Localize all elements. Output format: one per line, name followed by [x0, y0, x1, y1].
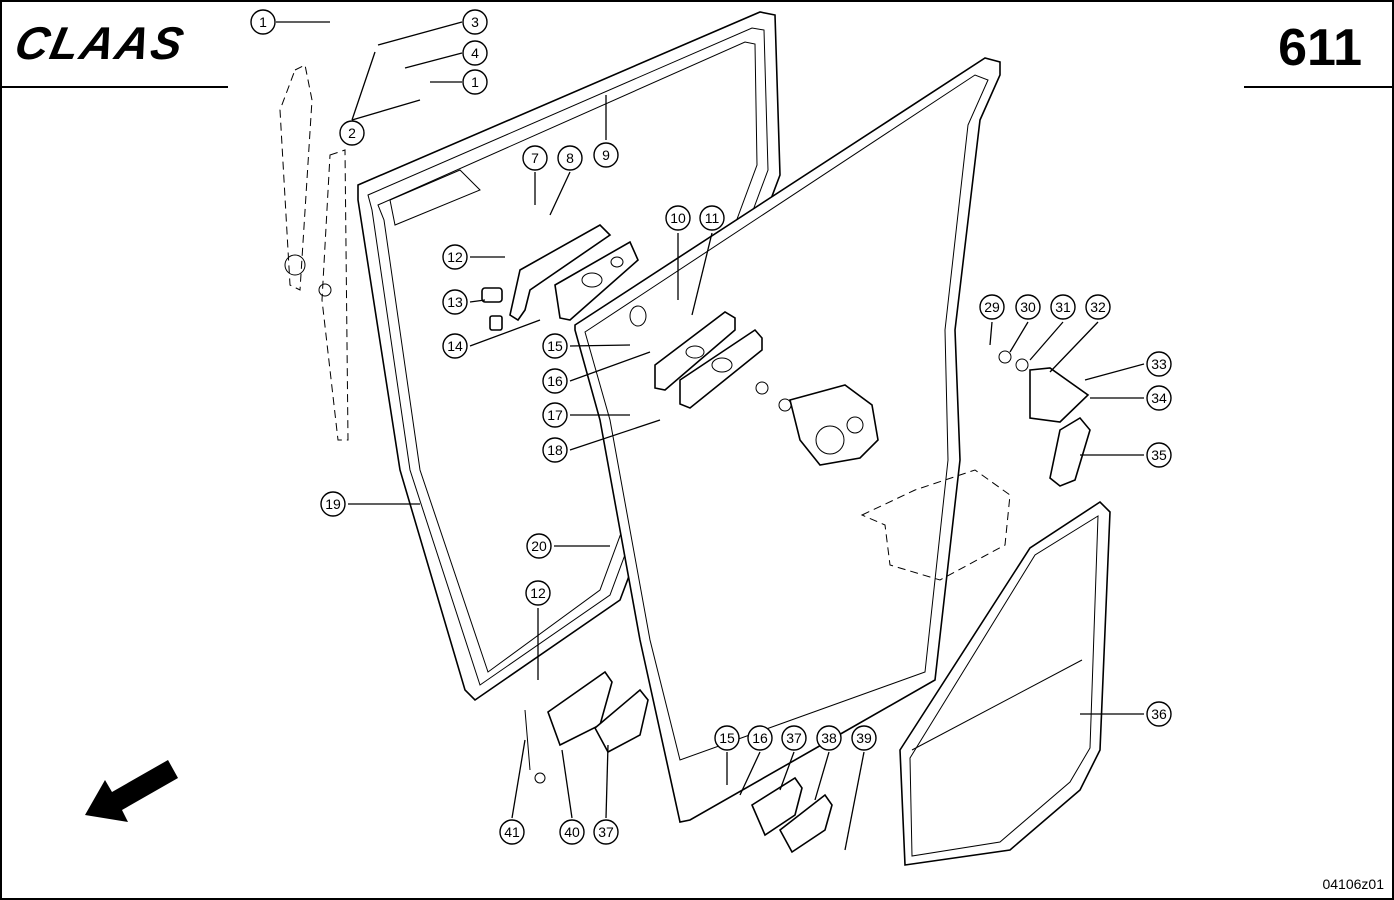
svg-text:1: 1 — [259, 14, 267, 30]
callout-17: 17 — [542, 402, 568, 428]
svg-text:14: 14 — [447, 338, 463, 354]
svg-text:15: 15 — [547, 338, 563, 354]
svg-text:33: 33 — [1151, 356, 1167, 372]
svg-text:37: 37 — [786, 730, 802, 746]
svg-text:30: 30 — [1020, 299, 1036, 315]
svg-text:11: 11 — [705, 210, 720, 226]
svg-text:39: 39 — [856, 730, 872, 746]
svg-text:20: 20 — [531, 538, 547, 554]
svg-text:12: 12 — [447, 249, 463, 265]
callout-35: 35 — [1146, 442, 1172, 468]
callout-18: 18 — [542, 437, 568, 463]
callout-14: 14 — [442, 333, 468, 359]
svg-text:7: 7 — [531, 150, 539, 166]
callout-10: 10 — [665, 205, 691, 231]
callout-16: 16 — [542, 368, 568, 394]
direction-arrow — [85, 760, 178, 822]
svg-text:2: 2 — [348, 125, 356, 141]
callout-36: 36 — [1146, 701, 1172, 727]
leader-lines — [276, 21, 1145, 851]
page-number: 611 — [1278, 19, 1362, 77]
callout-16-second: 16 — [747, 725, 773, 751]
lock-mechanism — [755, 381, 879, 466]
svg-text:9: 9 — [602, 147, 610, 163]
callout-32: 32 — [1085, 294, 1111, 320]
svg-text:35: 35 — [1151, 447, 1167, 463]
door-panel-36 — [899, 500, 1111, 866]
svg-text:19: 19 — [325, 496, 341, 512]
callout-39: 39 — [851, 725, 877, 751]
svg-text:38: 38 — [821, 730, 837, 746]
callout-38: 38 — [816, 725, 842, 751]
armrest-outline — [860, 469, 1011, 581]
callout-2: 2 — [339, 120, 365, 146]
svg-text:36: 36 — [1151, 706, 1167, 722]
lower-hinge-plates — [524, 670, 833, 854]
callout-20: 20 — [526, 533, 552, 559]
svg-text:34: 34 — [1151, 390, 1167, 406]
svg-text:10: 10 — [670, 210, 686, 226]
header-rule-left — [2, 86, 228, 88]
svg-text:4: 4 — [471, 45, 479, 61]
upper-hinge-plates — [481, 224, 639, 331]
callout-13: 13 — [442, 289, 468, 315]
svg-text:18: 18 — [547, 442, 563, 458]
callout-12: 12 — [442, 244, 468, 270]
callout-4: 4 — [462, 40, 488, 66]
svg-text:8: 8 — [566, 150, 574, 166]
callout-9: 9 — [593, 142, 619, 168]
svg-text:15: 15 — [719, 730, 735, 746]
callout-37: 37 — [781, 725, 807, 751]
callout-34: 34 — [1146, 385, 1172, 411]
callout-3: 3 — [462, 9, 488, 35]
callout-37-second: 37 — [593, 819, 619, 845]
svg-text:29: 29 — [984, 299, 1000, 315]
svg-text:40: 40 — [564, 824, 580, 840]
header-rule-right — [1244, 86, 1394, 88]
drawing-code: 04106z01 — [1322, 876, 1384, 892]
window-frame-19 — [357, 11, 781, 702]
svg-text:16: 16 — [547, 373, 563, 389]
callout-12-second: 12 — [525, 580, 551, 606]
svg-text:32: 32 — [1090, 299, 1106, 315]
svg-text:31: 31 — [1055, 299, 1071, 315]
callout-29: 29 — [979, 294, 1005, 320]
svg-text:1: 1 — [471, 74, 479, 90]
svg-text:37: 37 — [598, 824, 614, 840]
callout-19: 19 — [320, 491, 346, 517]
svg-text:16: 16 — [752, 730, 768, 746]
svg-text:13: 13 — [447, 294, 463, 310]
svg-text:41: 41 — [504, 824, 520, 840]
svg-text:12: 12 — [530, 585, 546, 601]
door-handle — [998, 350, 1091, 487]
svg-text:3: 3 — [471, 14, 479, 30]
glass-pane-20 — [574, 57, 1001, 823]
callout-15-second: 15 — [714, 725, 740, 751]
callout-11: 11 — [699, 205, 725, 231]
callout-7: 7 — [522, 145, 548, 171]
callout-1-second: 1 — [462, 69, 488, 95]
callout-31: 31 — [1050, 294, 1076, 320]
lock-plates — [629, 305, 763, 409]
callout-30: 30 — [1015, 294, 1041, 320]
callout-15: 15 — [542, 333, 568, 359]
callout-1: 1 — [250, 9, 276, 35]
wiper-arm — [279, 64, 349, 441]
callout-33: 33 — [1146, 351, 1172, 377]
callout-40: 40 — [559, 819, 585, 845]
callout-8: 8 — [557, 145, 583, 171]
callout-41: 41 — [499, 819, 525, 845]
svg-text:17: 17 — [547, 407, 563, 423]
